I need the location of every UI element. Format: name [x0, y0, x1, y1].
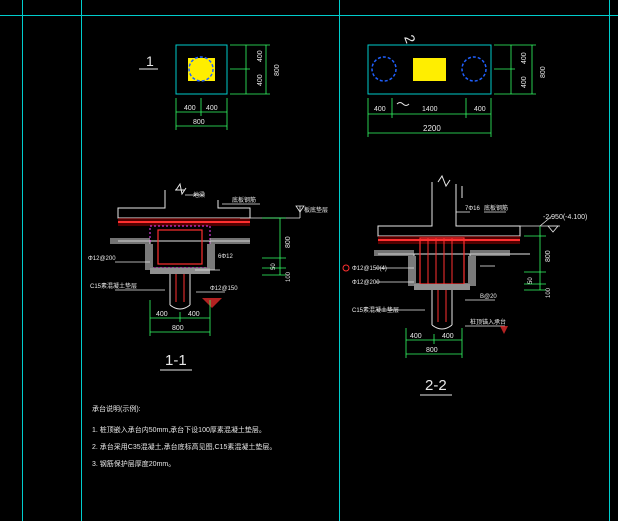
section-2-2: 7Φ16 底板钢筋 -2.950(-4.100) Φ12@150(4) Φ12@… — [342, 174, 587, 396]
plan-1: 1 400 400 800 400 400 800 — [139, 44, 281, 130]
s1-rebar2-label: Φ12@150 — [210, 286, 238, 292]
s2-rebar1-label: Φ12@150(4) — [352, 266, 387, 272]
s1-cushion-label: C15素混凝土垫层 — [90, 282, 137, 290]
note-item-2: 2. 承台采用C35混凝土,承台底标高见图,C15素混凝土垫层。 — [92, 442, 276, 451]
section2-title: 2-2 — [425, 377, 447, 394]
s2-cushion-label: C15素混凝土垫层 — [352, 306, 399, 314]
s1-rebar1-label: Φ12@200 — [88, 256, 116, 262]
plan2-dim-top: 400 — [521, 52, 528, 64]
pile-cap-outline — [175, 44, 228, 95]
section1-title: 1-1 — [165, 352, 187, 369]
plan2-dim-bottom: 400 — [521, 76, 528, 88]
plan2-dim-total: 2200 — [423, 124, 441, 133]
plan1-dim-height: 800 — [274, 64, 281, 76]
pile-circle-left — [371, 56, 397, 82]
notes-block: 承台说明(示例): 1. 桩顶嵌入承台内50mm,承台下设100厚素混凝土垫层。… — [92, 404, 276, 468]
s1-waterproof-label: 底板钢筋 — [232, 196, 256, 204]
note-item-1: 1. 桩顶嵌入承台内50mm,承台下设100厚素混凝土垫层。 — [92, 425, 266, 434]
s1-slab-label: 板底垫层 — [304, 206, 328, 214]
note-item-3: 3. 钢筋保护层厚度20mm。 — [92, 459, 175, 468]
s2-dim-100: 100 — [546, 287, 552, 298]
s2-dim-400a: 400 — [410, 333, 422, 340]
plan1-label: 1 — [146, 53, 154, 69]
s1-beam-top-label: 地梁 — [193, 191, 205, 199]
plan2-dim-left: 400 — [374, 106, 386, 113]
pile-cap-outline-2 — [367, 44, 492, 95]
s1-bars-label: 6Φ12 — [218, 254, 233, 260]
s1-dim-50: 50 — [271, 263, 277, 270]
pile-circle — [188, 56, 214, 82]
s2-stirrup-label: B@20 — [480, 294, 497, 300]
plan1-dim-left: 400 — [184, 105, 196, 112]
plan1-dim-top: 400 — [257, 50, 264, 62]
s2-bars-top-label: 7Φ16 — [465, 206, 480, 212]
s1-dim-400a: 400 — [156, 311, 168, 318]
s2-elevation-label: -2.950(-4.100) — [543, 214, 587, 221]
s2-pile-label: 桩顶锚入承台 — [470, 318, 506, 326]
s1-dim-400b: 400 — [188, 311, 200, 318]
s2-dim-50: 50 — [528, 277, 534, 284]
section-1-1: 地梁 底板钢筋 板底垫层 Φ12@200 Φ12@150 6Φ12 C15素混凝… — [88, 182, 328, 371]
s1-dim-800b: 800 — [172, 325, 184, 332]
plan1-dim-right: 400 — [206, 105, 218, 112]
s1-dim-100: 100 — [286, 271, 292, 282]
s2-dim-800: 800 — [545, 250, 552, 262]
s2-dim-400b: 400 — [442, 333, 454, 340]
s1-dim-800: 800 — [285, 236, 292, 248]
plan2-dim-height: 800 — [540, 66, 547, 78]
s2-dim-800b: 800 — [426, 347, 438, 354]
plan-2: 2 400 1400 400 2200 400 400 800 — [367, 33, 547, 137]
s2-rebar2-label: Φ12@200 — [352, 280, 380, 286]
plan2-dim-right: 400 — [474, 106, 486, 113]
plan2-dim-middle: 1400 — [422, 106, 438, 113]
plan1-dim-total: 800 — [193, 119, 205, 126]
column-fill-2 — [413, 58, 446, 81]
notes-heading: 承台说明(示例): — [92, 404, 141, 413]
pile-circle-right — [461, 56, 487, 82]
plan2-label: 2 — [401, 33, 419, 46]
s2-waterproof-label: 底板钢筋 — [484, 204, 508, 212]
column-fill — [188, 58, 215, 81]
plan1-dim-bottom: 400 — [257, 74, 264, 86]
